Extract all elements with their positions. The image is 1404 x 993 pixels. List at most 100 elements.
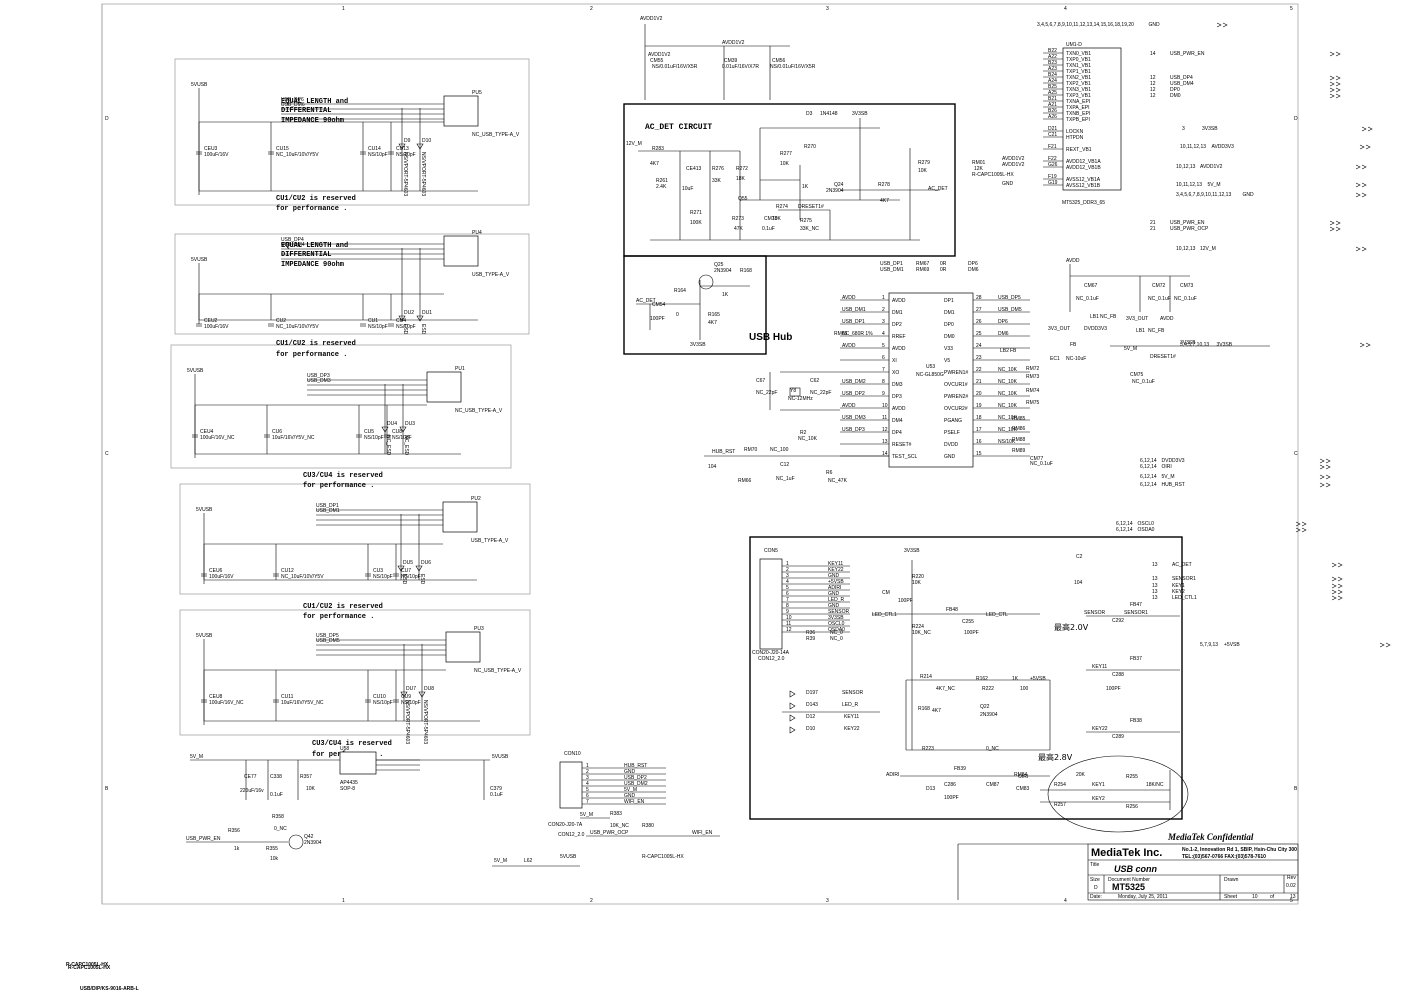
hub-part-label: RM75 <box>1026 400 1040 406</box>
hub-pin-name: RREF <box>892 334 906 340</box>
soc-ball: A21 <box>1048 102 1057 108</box>
wifi-usb-pwr-ocp: USB_PWR_OCP <box>590 830 629 836</box>
keypad-part-label: SENSOR <box>1084 610 1106 616</box>
keypad-part-label: KEY22 <box>1092 726 1108 732</box>
esd-part: NS/VPORT-5P4603 <box>420 152 426 196</box>
offpage-arrow <box>1331 562 1343 568</box>
hub-pin-number: 17 <box>976 427 982 433</box>
keypad-part-label: 20K <box>1076 772 1086 778</box>
cap-ref: CU9 <box>401 694 411 700</box>
dreset-right: DRESET1# <box>1150 354 1176 360</box>
soc-ref: UM1-D <box>1066 42 1082 48</box>
offpage-refs: 12 <box>1150 75 1156 81</box>
wifi-r380-part: R-CAPC1005L-HX <box>642 854 684 860</box>
esd-part: ESD <box>419 574 425 585</box>
hub-pin-net: USB_DM5 <box>998 307 1022 313</box>
svg-text:NS/0.01uF/16V/X5R: NS/0.01uF/16V/X5R <box>652 64 698 70</box>
hub-pin-number: 24 <box>976 343 982 349</box>
border-col-3: 3 <box>826 6 829 12</box>
offpage-net: USB_DM4 <box>1170 81 1194 87</box>
cap-value: NC_10uF/10V/Y5V <box>276 324 319 330</box>
hub-pin-name: TEST_SCL <box>892 454 918 460</box>
hub-part-label: RM72 <box>1026 366 1040 372</box>
keypad-pin-number: 10 <box>786 615 792 621</box>
soc-pin-name: TXP2_VB1 <box>1066 81 1091 87</box>
offpage-net: GND <box>1149 22 1161 28</box>
keypad-conn-part: CON20-J20-14A <box>752 650 790 656</box>
soc-rm01: RM01 <box>972 160 986 166</box>
soc-ball: B24 <box>1048 72 1057 78</box>
hubreset-cm54: CM54 <box>652 302 666 308</box>
l62-5vm: 5V_M <box>494 858 507 864</box>
acdet-r275-val: 33K_NC <box>800 226 819 232</box>
usb-dp-net: USB_DP3 <box>307 373 330 379</box>
keypad-part-label: KEY11 <box>1092 664 1107 670</box>
ps-ce77-val: 220uF/16v <box>240 788 264 794</box>
soc-ball: C21 <box>1048 132 1057 138</box>
right-decoupling: AVDD CM67 NC_0.1uF CM72 NC_0.1uF CM73 NC… <box>1066 258 1270 360</box>
offpage-arrow <box>1331 583 1343 589</box>
soc-ball: G19 <box>1048 180 1058 186</box>
power-switch-part: AP4435 <box>340 780 358 786</box>
keypad-part-label: KEY2 <box>1092 796 1105 802</box>
keypad-pin-net: LED_R <box>828 597 845 603</box>
hub-pin-number: 20 <box>976 391 982 397</box>
keypad-part-label: D13 <box>926 786 935 792</box>
soc-ball: F19 <box>1048 174 1057 180</box>
hub-pin-number: 9 <box>882 391 885 397</box>
esd-part: NC_ESD <box>385 435 391 456</box>
hub-part-label: FB <box>1010 348 1017 354</box>
cap-value: NS/10pF <box>396 152 416 158</box>
offpage-net: AVDD1V2 <box>1200 164 1223 170</box>
esd-diode <box>398 143 406 150</box>
keypad-part-label: 18K/NC <box>1146 782 1164 788</box>
cap-ref: CU11 <box>281 694 294 700</box>
offpage-refs: 13 <box>1152 589 1158 595</box>
note-performance-4: for performance . <box>303 613 374 621</box>
usb-connector-ref: PU5 <box>472 90 482 96</box>
wifi-pin-net: WIFI_EN <box>624 799 645 805</box>
svg-text:NS/0.01uF/16V/X5R: NS/0.01uF/16V/X5R <box>770 64 816 70</box>
svg-text:CM73: CM73 <box>1180 283 1194 289</box>
border-row-markers: D C B D C B <box>105 116 1298 792</box>
esd-part: NS/VPORT-5P4603 <box>402 152 408 196</box>
usb-connector <box>442 501 478 533</box>
keypad-pin-number: 8 <box>786 603 789 609</box>
hub-part-label: 0R <box>940 267 947 273</box>
hub-pin-number: 13 <box>882 439 888 445</box>
hub-pin-name: V33 <box>944 346 953 352</box>
acdet-cm78-val: 0.1uF <box>762 226 775 232</box>
usb-port-block-2: 5VUSBCEU2100uF/16VCU2NC_10uF/10V/Y5VCU1N… <box>174 230 530 335</box>
keypad-part-label: R255 <box>1126 774 1138 780</box>
note-performance-2: for performance . <box>276 351 347 359</box>
soc-ball: B26 <box>1048 108 1057 114</box>
offpage-refs: 3 <box>1182 126 1185 132</box>
rev-value: 0.02 <box>1286 883 1296 889</box>
hub-part-label: FB <box>1070 342 1077 348</box>
offpage-arrow <box>1355 182 1367 188</box>
hubreset-r165-val: 4K7 <box>708 320 717 326</box>
hubreset-r168: R168 <box>740 268 752 274</box>
cap-value: 100uF/16V <box>204 324 229 330</box>
keypad-part-label: 100PF <box>1106 686 1121 692</box>
soc-pin-name: TXPA_EPI <box>1066 105 1090 111</box>
ps-r356: R356 <box>228 828 240 834</box>
soc-pin-name: TXP1_VB1 <box>1066 69 1091 75</box>
offpage-arrow <box>1329 81 1341 87</box>
keypad-part-label: R162 <box>976 676 988 682</box>
hub-part-label: C67 <box>756 378 765 384</box>
hub-pin-name: DP1 <box>944 298 954 304</box>
offpage-arrow <box>1331 576 1343 582</box>
size-label: Size <box>1090 877 1100 883</box>
cap-ref: CU12 <box>281 568 294 574</box>
border-row-d-right: D <box>1294 116 1298 122</box>
power-switch-pkg: SOP-8 <box>340 786 355 792</box>
hub-part-label: DP6 <box>968 261 978 267</box>
